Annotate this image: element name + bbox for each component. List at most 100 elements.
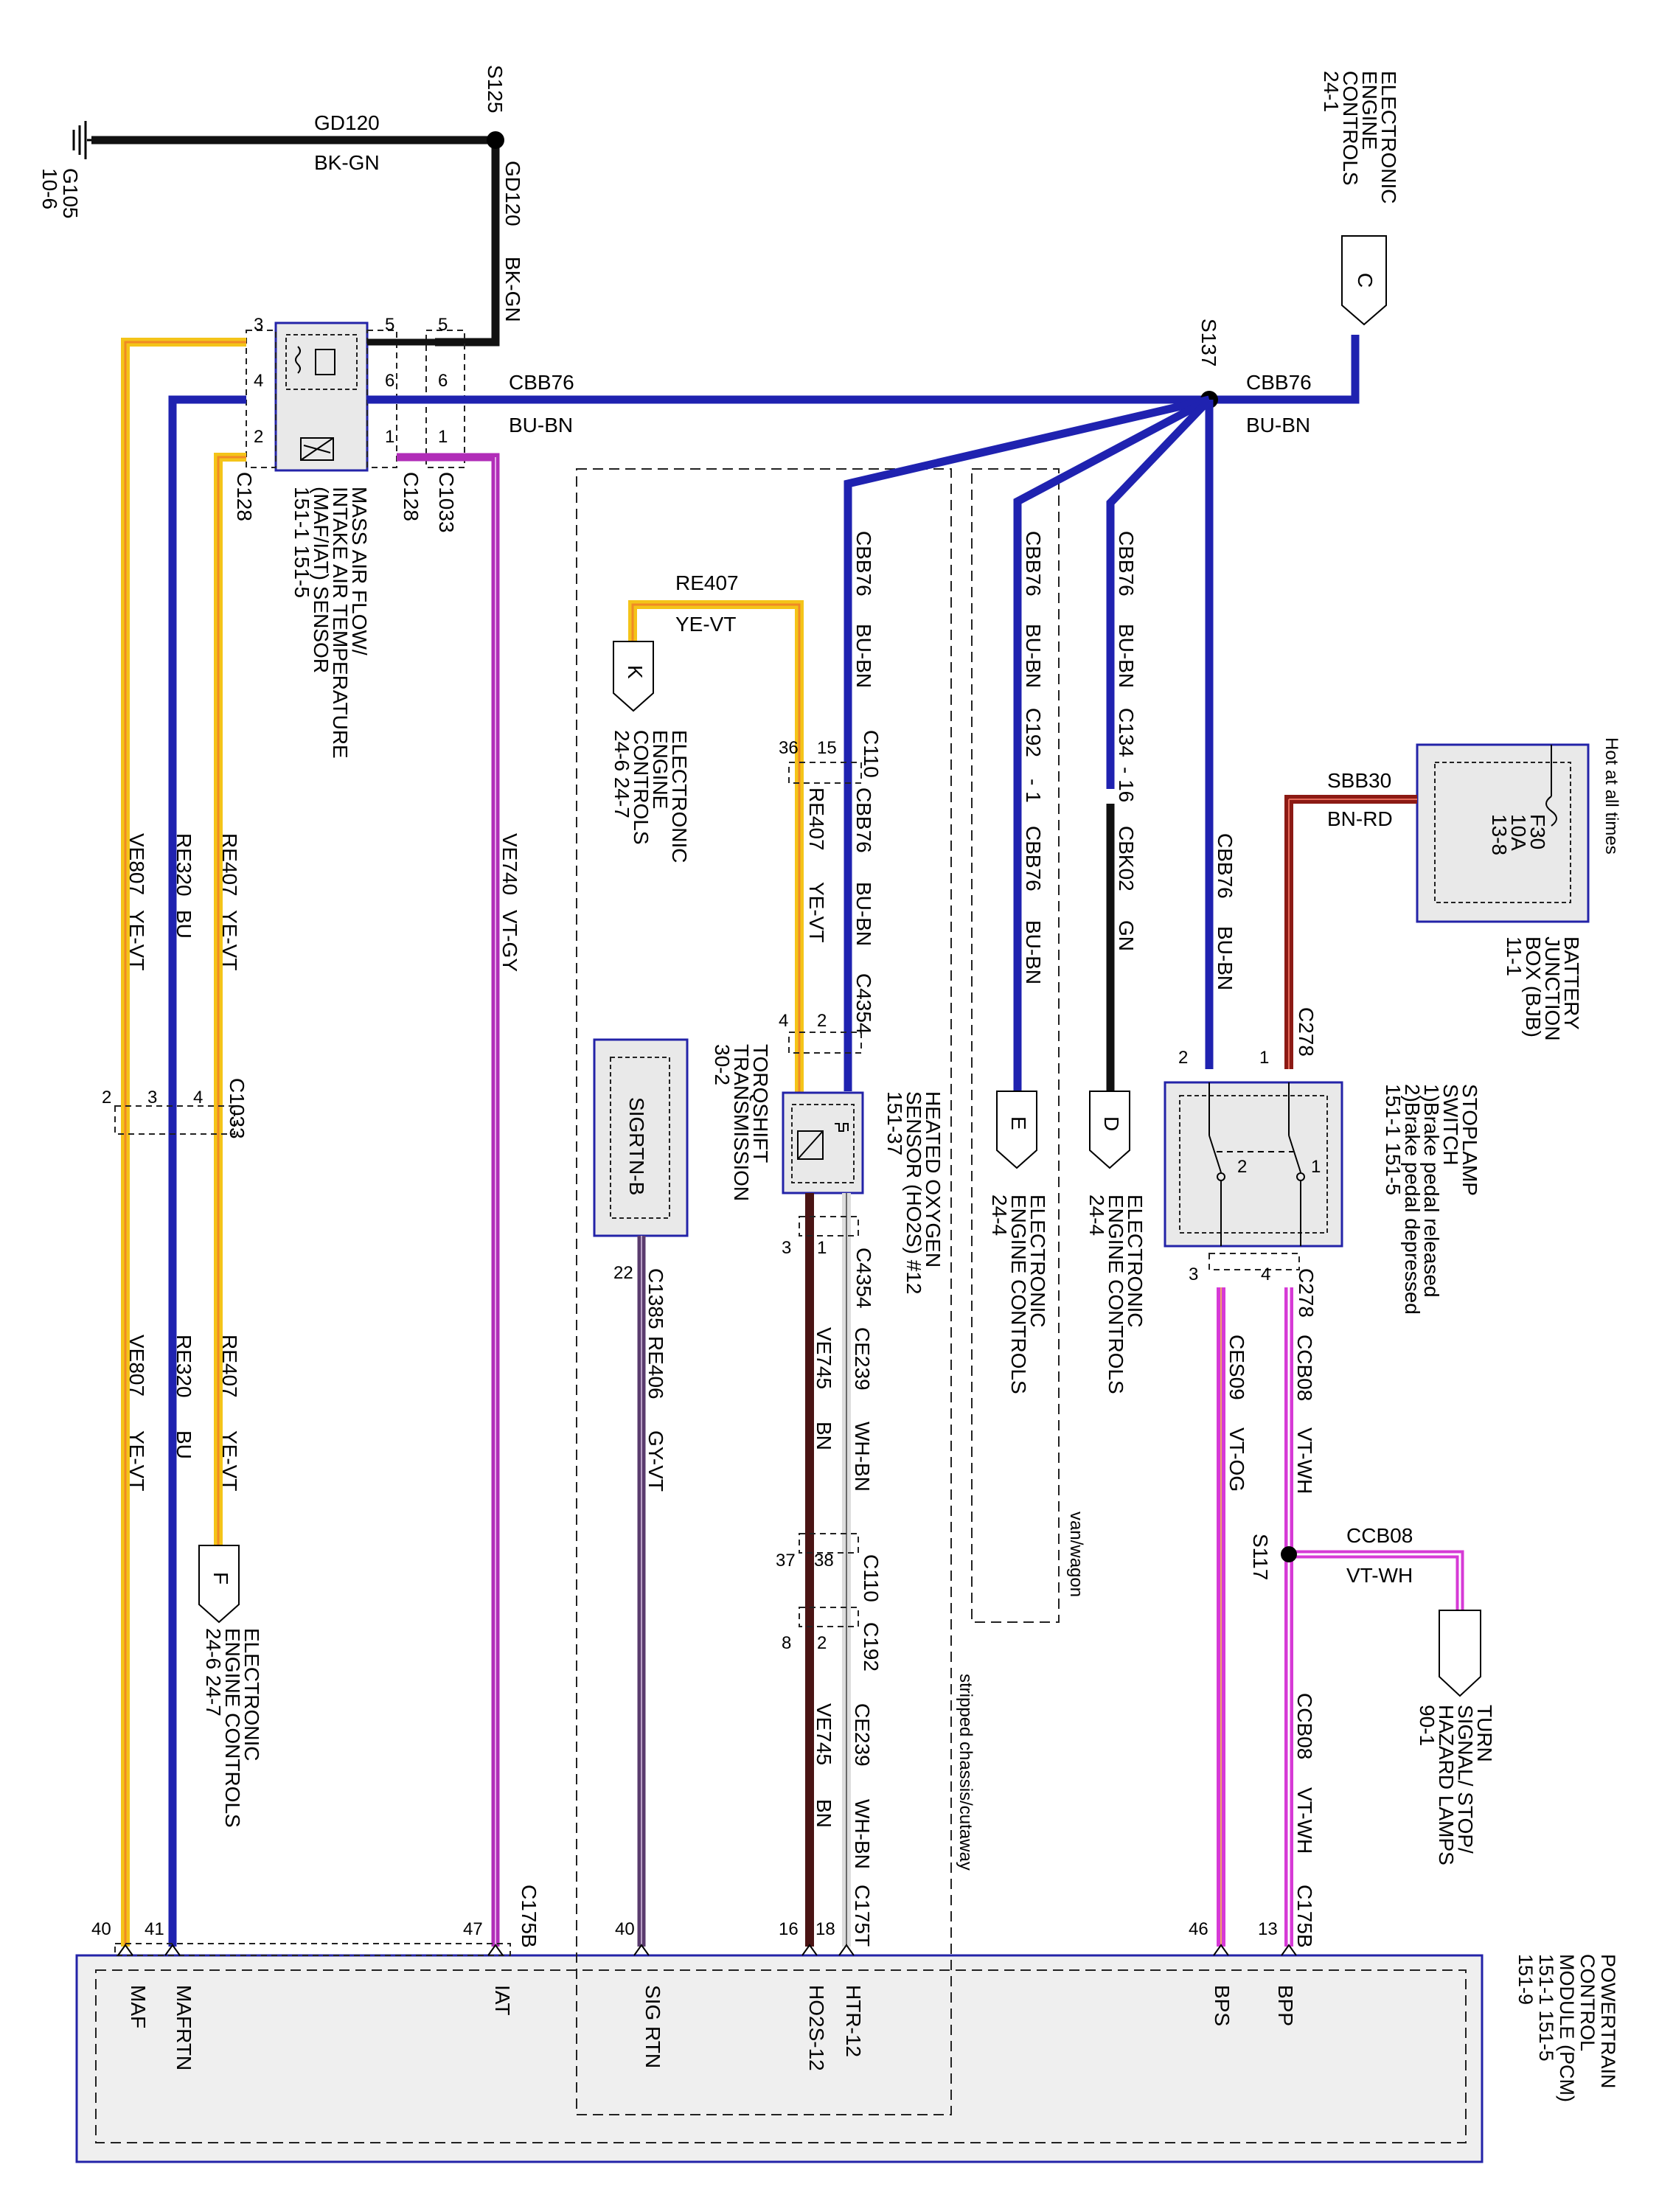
wire-ccb08-turn-stripe bbox=[1289, 1553, 1461, 1610]
ce239-lower-color: WH-BN bbox=[851, 1799, 874, 1869]
ve740-color: VT-GY bbox=[498, 910, 521, 972]
cbb76-d-color: BU-BN bbox=[1115, 624, 1138, 688]
pcm-pin-bps: BPS bbox=[1211, 1985, 1234, 2026]
wire-cbb76-d bbox=[1106, 397, 1212, 789]
pcm-line1: POWERTRAIN bbox=[1597, 1954, 1619, 2089]
cbb76-e-color: BU-BN bbox=[1022, 624, 1045, 688]
ground-symbol bbox=[72, 121, 91, 159]
ground-page: 10-6 bbox=[38, 168, 61, 209]
c110-pin-15: 15 bbox=[817, 738, 837, 758]
svg-text:E: E bbox=[1007, 1116, 1030, 1130]
ve807-upper-color: YE-VT bbox=[125, 910, 148, 970]
c192-top-label: C192 bbox=[1022, 708, 1045, 757]
wire-cbb76-e bbox=[1013, 396, 1211, 1091]
maf-pin-2: 2 bbox=[254, 427, 263, 447]
cbb76-color-a: BU-BN bbox=[509, 414, 573, 437]
c1033-mid-dashed bbox=[114, 1105, 235, 1135]
wire-gd120 bbox=[91, 136, 500, 347]
svg-text:24-1: 24-1 bbox=[1320, 71, 1343, 112]
maf-pin-4: 4 bbox=[254, 371, 263, 391]
re407-k-circuit: RE407 bbox=[675, 571, 739, 594]
svg-text:D: D bbox=[1100, 1116, 1123, 1131]
svg-text:ELECTRONIC: ELECTRONIC bbox=[1026, 1194, 1049, 1327]
c128-right-label: C128 bbox=[400, 472, 422, 521]
svg-text:BOX (BJB): BOX (BJB) bbox=[1522, 936, 1545, 1037]
svg-text:24-6 24-7: 24-6 24-7 bbox=[611, 730, 633, 818]
ho2s-label: HEATED OXYGEN SENSOR (HO2S) #12 151-37 bbox=[883, 1091, 945, 1294]
splice-s117-label: S117 bbox=[1249, 1534, 1272, 1580]
stripped-label: stripped chassis/cutaway bbox=[956, 1674, 975, 1871]
ve745-lower-color: BN bbox=[813, 1799, 835, 1828]
ccb08-upper-color: VT-WH bbox=[1293, 1427, 1316, 1494]
ve745-lower-circuit: VE745 bbox=[813, 1703, 835, 1765]
ve807-lower-color: YE-VT bbox=[125, 1430, 148, 1491]
ref-c-label: ELECTRONIC ENGINE CONTROLS 24-1 bbox=[1320, 71, 1400, 204]
svg-text:ENGINE: ENGINE bbox=[649, 730, 672, 809]
sbb30-circuit: SBB30 bbox=[1327, 769, 1391, 792]
svg-text:K: K bbox=[624, 665, 647, 679]
ce239-upper-circuit: CE239 bbox=[851, 1327, 874, 1391]
bjb-amps: 10A bbox=[1507, 814, 1530, 851]
splice-s125 bbox=[487, 131, 504, 149]
stoplamp-pos-1: 1 bbox=[1311, 1157, 1321, 1177]
pcm-pin-41: 41 bbox=[145, 1919, 164, 1939]
maf-sensor bbox=[274, 321, 369, 472]
c1033-pin-1: 1 bbox=[438, 427, 448, 447]
cbb76-e-color-2: BU-BN bbox=[1022, 920, 1045, 984]
cbb76-ho2s-circuit: CBB76 bbox=[852, 531, 875, 597]
svg-text:CONTROLS: CONTROLS bbox=[1339, 71, 1362, 186]
ccb08-turn-circuit: CCB08 bbox=[1346, 1524, 1413, 1547]
ccb08-lower-color: VT-WH bbox=[1293, 1787, 1316, 1854]
c134-pin: - 16 bbox=[1115, 767, 1138, 802]
svg-text:1)Brake pedal released: 1)Brake pedal released bbox=[1420, 1084, 1443, 1298]
trans-inner: SIGRTN-B bbox=[625, 1097, 648, 1195]
svg-text:ENGINE: ENGINE bbox=[1358, 71, 1381, 150]
maf-sensor-label: MASS AIR FLOW/ INTAKE AIR TEMPERATURE (M… bbox=[291, 487, 371, 759]
ve745-upper-circuit: VE745 bbox=[813, 1327, 835, 1389]
c1033-top-label: C1033 bbox=[435, 472, 458, 533]
c1033-pin-2: 2 bbox=[102, 1088, 111, 1107]
svg-text:2)Brake pedal depressed: 2)Brake pedal depressed bbox=[1401, 1084, 1424, 1315]
c192-bot-dashed bbox=[799, 1607, 859, 1627]
c4354-pin-4: 4 bbox=[779, 1011, 788, 1031]
svg-text:HEATED OXYGEN: HEATED OXYGEN bbox=[922, 1091, 945, 1267]
stripped-chassis-region bbox=[576, 468, 952, 2115]
wire-re320 bbox=[168, 395, 246, 1947]
re320-lower-color: BU bbox=[173, 1430, 195, 1459]
stoplamp-switch bbox=[1164, 1081, 1343, 1248]
stoplamp-pos-2: 2 bbox=[1237, 1157, 1247, 1177]
c110-pin-36: 36 bbox=[779, 738, 799, 758]
cbb76-ho2s-circuit-2: CBB76 bbox=[852, 787, 875, 853]
svg-text:TRANSMISSION: TRANSMISSION bbox=[730, 1044, 753, 1201]
svg-text:SIGNAL/ STOP/: SIGNAL/ STOP/ bbox=[1454, 1705, 1477, 1854]
sbb30-color: BN-RD bbox=[1327, 807, 1393, 830]
re406-circuit: RE406 bbox=[644, 1336, 667, 1399]
c1385-label: C1385 bbox=[644, 1268, 667, 1329]
svg-text:24-4: 24-4 bbox=[988, 1194, 1011, 1236]
pcm-line4: 151-1 151-5 bbox=[1535, 1954, 1557, 2062]
c4354-pin-2: 2 bbox=[817, 1011, 827, 1031]
re407-lower-color: YE-VT bbox=[218, 1430, 241, 1491]
svg-text:CONTROLS: CONTROLS bbox=[630, 730, 653, 845]
c110-top-dashed bbox=[788, 762, 862, 784]
wire-re407-top-stripe bbox=[217, 456, 246, 1545]
svg-text:TURN: TURN bbox=[1473, 1705, 1496, 1762]
ccb08-turn-color: VT-WH bbox=[1346, 1564, 1413, 1587]
svg-text:BATTERY: BATTERY bbox=[1560, 936, 1583, 1030]
svg-text:MASS AIR FLOW/: MASS AIR FLOW/ bbox=[348, 487, 371, 655]
svg-text:ENGINE CONTROLS: ENGINE CONTROLS bbox=[221, 1628, 244, 1828]
cbk02-circuit: CBK02 bbox=[1115, 826, 1138, 891]
svg-text:JUNCTION: JUNCTION bbox=[1541, 936, 1564, 1041]
re407-k-circuit-vert: RE407 bbox=[805, 787, 828, 851]
gd120-color: BK-GN bbox=[314, 151, 380, 174]
wire-ve740 bbox=[397, 453, 500, 1947]
hot-at-all-times: Hot at all times bbox=[1601, 737, 1621, 855]
ve807-lower-circuit: VE807 bbox=[125, 1335, 148, 1397]
re407-k-color-vert: YE-VT bbox=[805, 882, 828, 942]
c1033-pin-3: 3 bbox=[147, 1088, 157, 1107]
svg-text:30-2: 30-2 bbox=[711, 1044, 734, 1085]
splice-s117 bbox=[1281, 1546, 1297, 1562]
bjb-box bbox=[1416, 743, 1590, 923]
ho2s-sensor bbox=[782, 1091, 864, 1194]
ref-e-label: ELECTRONIC ENGINE CONTROLS 24-4 bbox=[988, 1194, 1049, 1394]
